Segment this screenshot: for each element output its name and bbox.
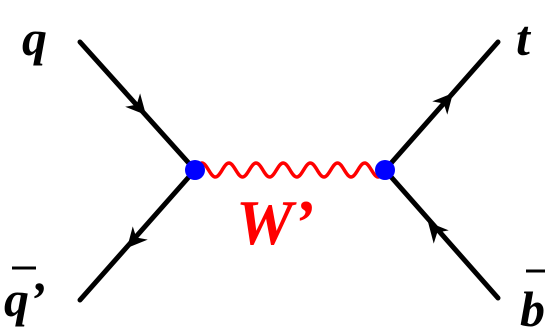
quark-label: q [22,10,47,66]
antibottom-arrow-icon [428,222,449,244]
top-label: t [516,10,532,66]
left-vertex [185,160,205,180]
antibottom-label: b [520,281,545,329]
quark-arrow-icon [125,93,146,115]
right-vertex [375,160,395,180]
w-prime-label: W’ [236,187,314,258]
top-line-out [382,39,501,173]
antiquark-line-in [77,167,198,303]
top-arrow-icon [432,93,453,115]
antiquark-arrow-icon [127,226,148,248]
antibottom-line [382,167,501,301]
w-prime-propagator [193,161,387,179]
antiquark-label: q’ [4,271,46,327]
